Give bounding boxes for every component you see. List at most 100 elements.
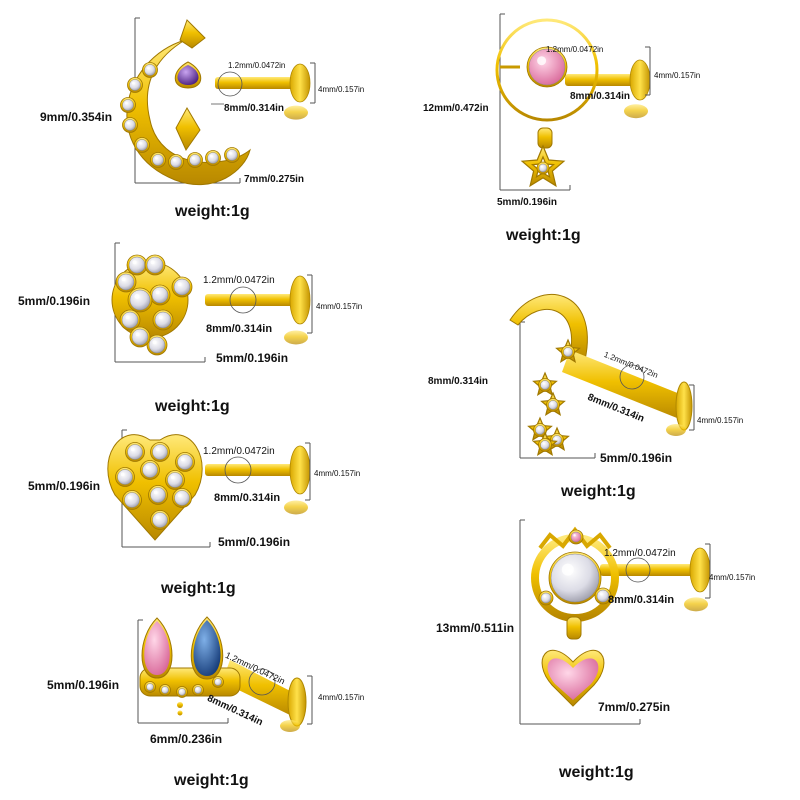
earring-reflection xyxy=(284,330,308,345)
crystal-gem xyxy=(129,79,141,91)
height-label: 9mm/0.354in xyxy=(40,110,113,124)
width-label: 7mm/0.275in xyxy=(244,174,305,185)
crystal-gem xyxy=(136,139,148,151)
gem-highlight xyxy=(550,402,553,405)
gem-highlight xyxy=(153,490,158,495)
width-label: 5mm/0.196in xyxy=(600,451,673,465)
gem-highlight xyxy=(158,315,163,320)
crystal-gem xyxy=(540,592,552,604)
earring-bar xyxy=(215,77,300,89)
crystal-gem xyxy=(596,589,610,603)
thickness-label: 1.2mm/0.0472in xyxy=(604,548,676,559)
gem-highlight xyxy=(542,382,545,385)
thickness-circle xyxy=(625,557,651,583)
gem-highlight xyxy=(154,156,158,160)
gem-highlight xyxy=(228,151,232,155)
gem-highlight xyxy=(132,260,137,265)
crystal-gem xyxy=(550,553,600,603)
earring-reflection xyxy=(280,720,300,732)
gem-highlight xyxy=(163,687,165,690)
crystal-gem xyxy=(150,487,166,503)
crystal-gem xyxy=(124,119,136,131)
earring-reflection xyxy=(624,104,648,119)
gem-highlight xyxy=(155,515,160,520)
gem-highlight xyxy=(150,260,155,265)
pink-gem xyxy=(144,621,170,675)
gem-highlight xyxy=(537,56,547,66)
crystal-gem xyxy=(152,512,168,528)
gem-highlight xyxy=(180,457,185,462)
gem-highlight xyxy=(124,101,128,105)
width-label: 5mm/0.196in xyxy=(216,351,289,365)
earring-bar xyxy=(565,74,640,86)
gem-highlight xyxy=(561,563,574,576)
weight-label: weight:1g xyxy=(506,227,581,244)
disc-label: 4mm/0.157in xyxy=(318,85,365,94)
star-point xyxy=(175,106,201,152)
length-label: 8mm/0.314in xyxy=(214,492,281,504)
disc-label: 4mm/0.157in xyxy=(318,693,365,702)
width-label: 7mm/0.275in xyxy=(598,700,671,714)
gem-highlight xyxy=(125,315,130,320)
pink-gem xyxy=(570,531,582,543)
earring-reflection xyxy=(284,500,308,515)
crystal-gem xyxy=(207,152,219,164)
earring-disc xyxy=(289,275,311,325)
crystal-gem xyxy=(121,311,139,329)
crystal-gem xyxy=(538,163,548,173)
crystal-gem xyxy=(128,256,146,274)
crystal-gem xyxy=(154,311,172,329)
amethyst-gem xyxy=(177,65,199,85)
crystal-gem xyxy=(540,380,550,390)
length-label: 8mm/0.314in xyxy=(224,103,285,114)
crystal-gem xyxy=(177,454,193,470)
crystal-gem xyxy=(548,400,558,410)
crystal-gem xyxy=(214,678,222,686)
gem-highlight xyxy=(152,340,157,345)
blue-gem xyxy=(193,620,221,676)
gem-highlight xyxy=(138,141,142,145)
earring-disc xyxy=(675,381,693,431)
width-label: 6mm/0.236in xyxy=(150,732,223,746)
disc-label: 4mm/0.157in xyxy=(314,469,361,478)
crescent-moon xyxy=(126,39,251,185)
thickness-label: 1.2mm/0.0472in xyxy=(203,275,275,286)
disc-label: 4mm/0.157in xyxy=(316,302,363,311)
crystal-gem xyxy=(535,425,545,435)
gem-highlight xyxy=(180,689,182,692)
crystal-gem xyxy=(142,462,158,478)
star-point xyxy=(179,19,206,49)
gold-bead xyxy=(177,702,183,708)
earring-reflection xyxy=(666,424,686,436)
weight-label: weight:1g xyxy=(561,483,636,500)
crystal-gem xyxy=(174,490,190,506)
gem-highlight xyxy=(177,493,182,498)
gem-highlight xyxy=(135,332,140,337)
gem-highlight xyxy=(146,66,150,70)
height-label: 13mm/0.511in xyxy=(436,621,515,635)
gem-highlight xyxy=(120,472,125,477)
gem-highlight xyxy=(196,687,198,690)
gem-highlight xyxy=(599,592,603,596)
crystal-gem xyxy=(170,156,182,168)
height-label: 8mm/0.314in xyxy=(428,376,489,387)
thickness-circle xyxy=(248,668,276,696)
thickness-circle xyxy=(224,456,252,484)
gem-highlight xyxy=(170,475,175,480)
crystal-gem xyxy=(129,289,151,311)
gem-highlight xyxy=(121,277,126,282)
crystal-gem xyxy=(146,256,164,274)
disc-label: 4mm/0.157in xyxy=(709,573,756,582)
crystal-gem xyxy=(148,336,166,354)
crystal-gem xyxy=(167,472,183,488)
crystal-gem xyxy=(563,347,573,357)
crystal-gem xyxy=(226,149,238,161)
length-label: 8mm/0.314in xyxy=(570,91,631,102)
earring-bar xyxy=(222,660,300,716)
gem-highlight xyxy=(127,495,132,500)
weight-label: weight:1g xyxy=(174,772,249,789)
crystal-gem xyxy=(178,688,186,696)
weight-label: weight:1g xyxy=(155,398,230,415)
length-label: 8mm/0.314in xyxy=(608,594,675,606)
